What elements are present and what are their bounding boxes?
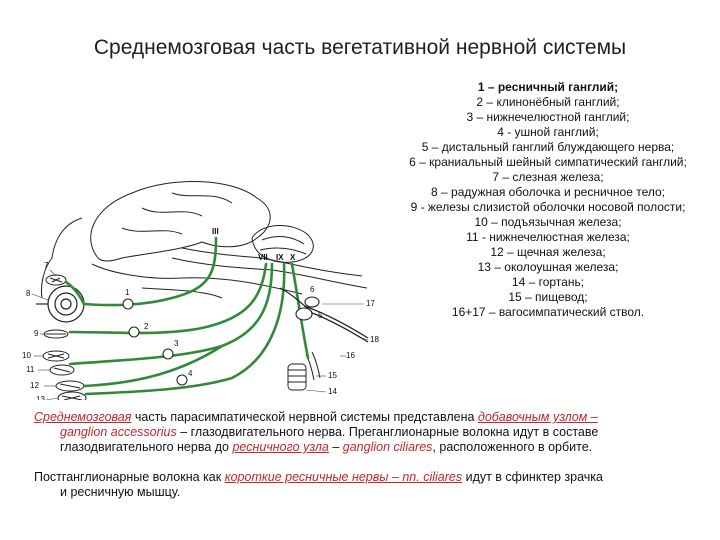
- legend-item: 14 – гортань;: [511, 275, 585, 289]
- cranial-nerve-label-VII: VII: [258, 253, 268, 262]
- cranial-nerve-label-IX: IX: [276, 253, 284, 262]
- label-6: 6: [310, 285, 315, 294]
- cranial-nerve-label-III: III: [212, 227, 219, 236]
- text-segment: Постганглионарные волокна как: [34, 470, 225, 484]
- label-10: 10: [22, 351, 31, 360]
- legend-item: 11 - нижнечелюстная железа;: [466, 230, 630, 244]
- oculomotor-nerve: [82, 236, 218, 307]
- mandibular-ganglion: [162, 348, 174, 360]
- label-16: 16: [346, 351, 355, 360]
- cranial-cervical-ganglion: [304, 296, 320, 308]
- label-12: 12: [30, 381, 39, 390]
- buccal-gland: [55, 380, 85, 392]
- legend-item: 13 – околоушная железа;: [477, 260, 619, 274]
- label-8: 8: [26, 289, 31, 298]
- legend-item: 10 – подъязычная железа;: [474, 215, 622, 229]
- text-segment: –: [328, 440, 343, 454]
- term-ganglion-ciliares: ganglion ciliares: [342, 440, 433, 454]
- glossopharyngeal-nerve: [84, 262, 286, 396]
- legend-item: 3 – нижнечелюстной ганглий;: [466, 110, 630, 124]
- cranial-nerve-label-X: X: [290, 253, 296, 262]
- label-14: 14: [328, 387, 337, 396]
- legend-item: 1 – ресничный ганглий;: [477, 80, 619, 94]
- facial-nerve-to-mandibular: [68, 262, 274, 366]
- legend-item: 8 – радужная оболочка и ресничное тело;: [431, 185, 665, 199]
- text-segment: , расположенного в орбите.: [432, 440, 593, 454]
- label-9: 9: [34, 329, 39, 338]
- nerve-fibers: [64, 236, 310, 396]
- legend-item: 5 – дистальный ганглий блуждающего нерва…: [421, 140, 675, 154]
- mandibular-gland: [49, 364, 75, 376]
- term-short-ciliary-nerves: короткие ресничные нервы – nn. ciliares: [224, 470, 463, 484]
- label-11: 11: [26, 365, 35, 374]
- text-segment: глазодвигательного нерва до: [60, 440, 233, 454]
- legend-item: 12 – щечная железа;: [490, 245, 606, 259]
- otic-ganglion: [176, 374, 188, 386]
- term-midbrain-part: Среднемозговая: [34, 410, 132, 424]
- text-segment: идут в сфинктер зрачка: [462, 470, 603, 484]
- nerve-to-lacrimal: [64, 280, 86, 306]
- nerve-to-buccal: [82, 344, 224, 388]
- label-3: 3: [174, 339, 179, 348]
- legend-item: 15 – пищевод;: [508, 290, 588, 304]
- distal-vagal-ganglion: [295, 307, 313, 321]
- sympathetic-trunk: [279, 287, 369, 343]
- term-ciliary-ganglion: ресничного узла: [232, 440, 329, 454]
- legend: 1 – ресничный ганглий; 2 – клинонёбный г…: [392, 80, 704, 320]
- legend-item: 2 – клинонёбный ганглий;: [476, 95, 620, 109]
- ganglia: [122, 296, 320, 386]
- nerve-diagram: III VII IX X 1 2 3 4 5 6 7 8 9 10 11 12 …: [22, 181, 379, 400]
- label-17: 17: [366, 299, 375, 308]
- pterygopalatine-ganglion: [128, 326, 140, 338]
- nasal-glands: [43, 329, 69, 339]
- sublingual-gland: [42, 350, 70, 362]
- label-1: 1: [125, 288, 130, 297]
- term-ganglion-accessorius: ganglion accessorius: [60, 425, 177, 439]
- ciliary-ganglion: [122, 298, 134, 310]
- label-4: 4: [188, 369, 193, 378]
- description-paragraph-1: Среднемозговая часть парасимпатической н…: [34, 410, 698, 455]
- label-7: 7: [44, 261, 49, 270]
- legend-item: 7 – слезная железа;: [492, 170, 604, 184]
- label-5: 5: [318, 311, 323, 320]
- label-18: 18: [370, 335, 379, 344]
- term-accessory-nucleus: добавочным узлом –: [477, 410, 598, 424]
- text-segment: часть парасимпатической нервной системы …: [131, 410, 478, 424]
- facial-nerve-to-pterygopalatine: [68, 262, 268, 335]
- larynx: [287, 363, 307, 391]
- lacrimal-gland: [45, 274, 67, 286]
- legend-item: 9 - железы слизистой оболочки носовой по…: [410, 200, 686, 214]
- legend-item: 6 – краниальный шейный симпатический ган…: [409, 155, 687, 169]
- text-segment: – глазодвигательного нерва. Преганглиона…: [176, 425, 599, 439]
- text-segment: и ресничную мышцу.: [60, 485, 181, 499]
- label-15: 15: [328, 371, 337, 380]
- slide-title: Среднемозговая часть вегетативной нервно…: [93, 36, 627, 59]
- label-13: 13: [36, 395, 45, 400]
- description-paragraph-2: Постганглионарные волокна как короткие р…: [34, 470, 698, 500]
- legend-item: 4 - ушной ганглий;: [497, 125, 599, 139]
- brain-outline: [41, 181, 368, 299]
- label-2: 2: [144, 322, 149, 331]
- parotid-gland: [57, 391, 87, 400]
- legend-item: 16+17 – вагосимпатический ствол.: [451, 305, 645, 319]
